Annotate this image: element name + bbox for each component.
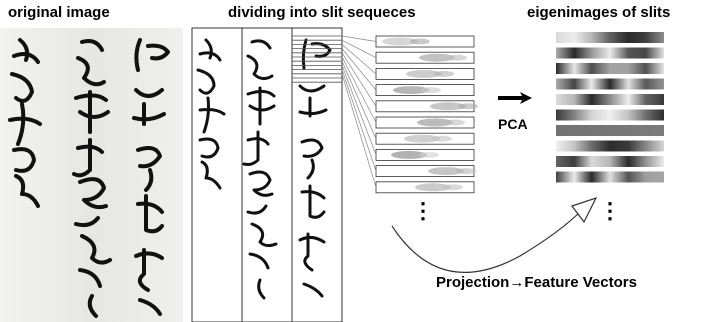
slit-blur <box>445 119 465 126</box>
fan-line <box>341 65 377 156</box>
slit-sequence-box <box>375 51 475 64</box>
slit-blur <box>430 102 466 111</box>
eigenimage-strip-fill <box>556 32 664 43</box>
slit-blur <box>391 150 427 159</box>
slit-sequence-box <box>375 116 475 129</box>
slit-blur <box>434 70 454 77</box>
eigenimages-title: eigenimages of slits <box>527 4 671 21</box>
fan-line <box>341 44 377 75</box>
slit-sequence-box <box>375 148 475 161</box>
slit-blur <box>419 151 439 158</box>
eigenimage-strip-fill <box>556 140 664 152</box>
slit-blur <box>419 53 455 62</box>
feature-vectors-text: Feature Vectors <box>524 274 637 291</box>
dividing-calligraphy <box>196 38 332 300</box>
eigenimage-strip-fill <box>556 171 664 183</box>
slit-sequence-box <box>375 35 475 48</box>
slit-blur <box>428 167 464 176</box>
original-image-background <box>0 28 183 322</box>
dividing-panel <box>191 27 343 322</box>
slit-blur <box>415 183 451 192</box>
original-image-title: original image <box>8 4 110 21</box>
projection-text: Projection <box>436 274 510 291</box>
eigenimage-strip-fill <box>556 125 664 136</box>
eigenimage-strip-fill <box>556 156 664 167</box>
slit-blur <box>421 87 441 94</box>
eigenimage-strip <box>556 78 664 90</box>
slit-sequence-box <box>375 165 476 178</box>
slit-blur <box>382 37 418 46</box>
slit-blur <box>417 118 453 127</box>
curved-arrow-icon <box>391 209 583 273</box>
projection-arrow-icon: → <box>509 274 525 291</box>
slit-ellipsis: ⋮ <box>412 198 434 223</box>
slit-blur <box>458 103 478 110</box>
fan-line <box>341 35 377 42</box>
slit-blur <box>393 86 429 95</box>
slit-sequence-box <box>375 68 475 80</box>
fan-line <box>341 56 377 123</box>
curved-arrow-head <box>571 196 598 224</box>
slit-sequence-box <box>375 84 475 96</box>
original-image-panel <box>0 28 183 322</box>
slit-sequence-box <box>375 181 475 194</box>
eigenimage-strip <box>556 171 664 183</box>
fan-line <box>341 69 377 172</box>
eigenimage-strip <box>556 109 664 121</box>
original-calligraphy <box>8 38 170 318</box>
eigenimage-strip <box>556 63 664 74</box>
eigenimage-strip <box>556 125 664 136</box>
eigenimage-strip <box>556 156 664 167</box>
eigenimage-strip-fill <box>556 94 664 105</box>
slit-lines <box>292 35 342 83</box>
eigenimage-strip-fill <box>556 109 664 121</box>
slit-blur <box>404 134 440 143</box>
eigenimage-strip-fill <box>556 63 664 74</box>
eigenimage-strip <box>556 94 664 105</box>
slit-blur <box>456 168 476 175</box>
eigenimage-strip-fill <box>556 47 664 59</box>
eigenimage-strip-fill <box>556 78 664 90</box>
slit-blur <box>406 69 442 78</box>
slit-blur <box>447 54 467 61</box>
projection-label: Projection→Feature Vectors <box>436 274 637 291</box>
fan-line <box>341 61 377 139</box>
eigenimage-column <box>556 32 664 183</box>
eigenimage-strip <box>556 47 664 59</box>
fan-lines <box>341 35 377 188</box>
slit-blur <box>410 38 430 45</box>
eigenimage-strip <box>556 32 664 43</box>
slit-sequence-box <box>375 132 475 145</box>
fan-line <box>341 39 377 59</box>
dividing-title: dividing into slit sequeces <box>228 4 416 21</box>
slit-sequence-box <box>375 100 478 113</box>
eigenimage-strip <box>556 140 664 152</box>
pca-label: PCA <box>498 116 528 132</box>
slit-blur <box>443 184 463 191</box>
eigen-ellipsis: ⋮ <box>599 198 621 223</box>
fan-line <box>341 48 377 91</box>
slit-sequence-column <box>375 35 478 194</box>
fan-line <box>341 52 377 107</box>
slit-blur <box>432 135 452 142</box>
fan-line <box>341 73 377 188</box>
